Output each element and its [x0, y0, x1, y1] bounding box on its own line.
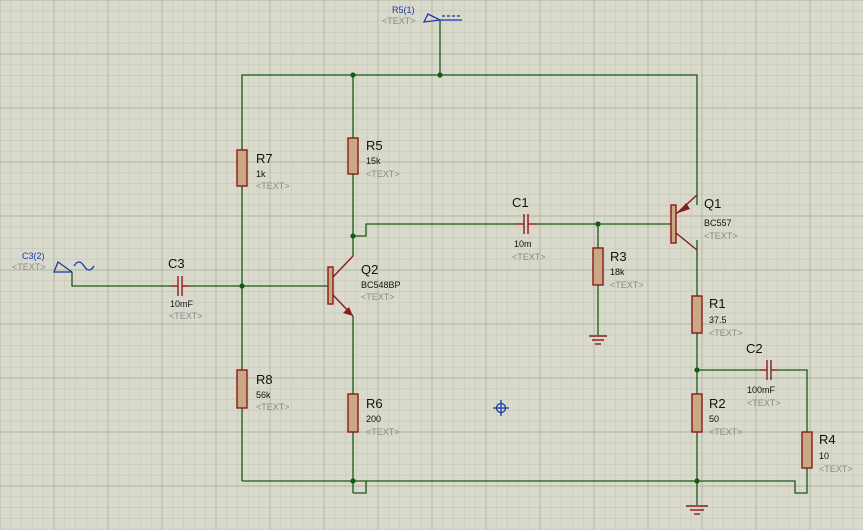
component-name: R5 [366, 138, 383, 153]
wire-bottom-rail[interactable] [242, 480, 367, 494]
component-tag: <TEXT> [819, 464, 853, 474]
wire-r4-ground[interactable] [697, 468, 808, 494]
ac-source-terminal-icon [73, 261, 95, 271]
component-name: Q2 [361, 262, 378, 277]
resistor-body [236, 149, 248, 187]
component-value: 10m [514, 239, 532, 249]
resistor-R5[interactable]: R5 15k <TEXT> [347, 137, 400, 179]
component-tag: <TEXT> [366, 427, 400, 437]
ac-source-terminal-icon [53, 260, 73, 273]
resistor-R4[interactable]: R4 10 <TEXT> [801, 431, 853, 474]
component-value: 100mF [747, 385, 776, 395]
component-value: BC548BP [361, 280, 401, 290]
component-value: 56k [256, 390, 271, 400]
component-value: 200 [366, 414, 381, 424]
component-name: R7 [256, 151, 273, 166]
resistor-R2[interactable]: R2 50 <TEXT> [691, 393, 743, 437]
component-tag: <TEXT> [704, 231, 738, 241]
wire-c2-right[interactable] [778, 369, 808, 432]
component-value: 18k [610, 267, 625, 277]
ground-icon[interactable] [686, 505, 708, 515]
resistor-body [691, 393, 703, 433]
component-value: 1k [256, 169, 266, 179]
junction-dot[interactable] [595, 221, 601, 227]
component-tag: <TEXT> [361, 292, 395, 302]
terminal-tag: <TEXT> [12, 262, 46, 272]
bus-terminal-icon [422, 13, 441, 23]
wire-c3-input[interactable] [71, 272, 171, 287]
junction-dot[interactable] [694, 478, 700, 484]
junction-dot[interactable] [350, 233, 356, 239]
junction-dot[interactable] [350, 478, 356, 484]
component-tag: <TEXT> [747, 398, 781, 408]
component-name: R6 [366, 396, 383, 411]
resistor-body [801, 431, 813, 469]
wire-c1-left[interactable] [353, 223, 515, 237]
resistor-R1[interactable]: R1 37.5 <TEXT> [691, 295, 743, 338]
origin-crosshair-icon[interactable] [493, 400, 509, 416]
component-name: R4 [819, 432, 836, 447]
component-name: C3 [168, 256, 185, 271]
component-value: BC557 [704, 218, 732, 228]
component-tag: <TEXT> [366, 169, 400, 179]
transistor-Q1[interactable]: Q1 BC557 <TEXT> [670, 194, 738, 251]
component-name: C1 [512, 195, 529, 210]
terminal-label: C3(2) [22, 251, 45, 261]
component-name: R1 [709, 296, 726, 311]
junction-dot[interactable] [694, 367, 700, 373]
terminal-c3-2[interactable]: C3(2) <TEXT> [12, 251, 95, 273]
component-value: 50 [709, 414, 719, 424]
terminal-label: R5(1) [392, 5, 415, 15]
junction-dot[interactable] [437, 72, 443, 78]
collector-lead [675, 232, 698, 251]
component-name: R2 [709, 396, 726, 411]
transistor-Q2[interactable]: Q2 BC548BP <TEXT> [327, 255, 401, 317]
component-tag: <TEXT> [512, 252, 546, 262]
component-tag: <TEXT> [709, 427, 743, 437]
component-tag: <TEXT> [256, 181, 290, 191]
resistor-R7[interactable]: R7 1k <TEXT> [236, 149, 290, 191]
junctions [239, 72, 700, 484]
component-tag: <TEXT> [610, 280, 644, 290]
component-name: R3 [610, 249, 627, 264]
emitter-arrow-icon [343, 307, 353, 316]
resistor-R3[interactable]: R3 18k <TEXT> [592, 247, 644, 290]
capacitor-C1[interactable]: C1 10m <TEXT> [512, 195, 546, 262]
ground-icon[interactable] [589, 335, 607, 345]
capacitor-C2[interactable]: C2 100mF <TEXT> [746, 341, 781, 408]
component-tag: <TEXT> [256, 402, 290, 412]
component-value: 10 [819, 451, 829, 461]
transistor-base-bar [670, 204, 677, 244]
resistor-body [691, 295, 703, 334]
component-tag: <TEXT> [169, 311, 203, 321]
collector-lead [332, 255, 354, 278]
wires [71, 20, 808, 505]
transistor-base-bar [327, 266, 334, 305]
wire-top-rail[interactable] [241, 74, 698, 205]
resistor-body [236, 369, 248, 409]
resistor-body [347, 393, 359, 433]
resistor-R8[interactable]: R8 56k <TEXT> [236, 369, 290, 412]
component-tag: <TEXT> [709, 328, 743, 338]
resistor-body [347, 137, 359, 175]
resistor-R6[interactable]: R6 200 <TEXT> [347, 393, 400, 437]
component-value: 10mF [170, 299, 194, 309]
terminal-tag: <TEXT> [382, 16, 416, 26]
emitter-arrow-icon [678, 203, 690, 213]
component-name: R8 [256, 372, 273, 387]
component-name: C2 [746, 341, 763, 356]
component-name: Q1 [704, 196, 721, 211]
terminal-r5-1[interactable]: R5(1) <TEXT> [382, 5, 462, 26]
capacitor-C3[interactable]: C3 10mF <TEXT> [168, 256, 203, 321]
component-value: 15k [366, 156, 381, 166]
junction-dot[interactable] [350, 72, 356, 78]
component-value: 37.5 [709, 315, 727, 325]
resistor-body [592, 247, 604, 286]
junction-dot[interactable] [239, 283, 245, 289]
